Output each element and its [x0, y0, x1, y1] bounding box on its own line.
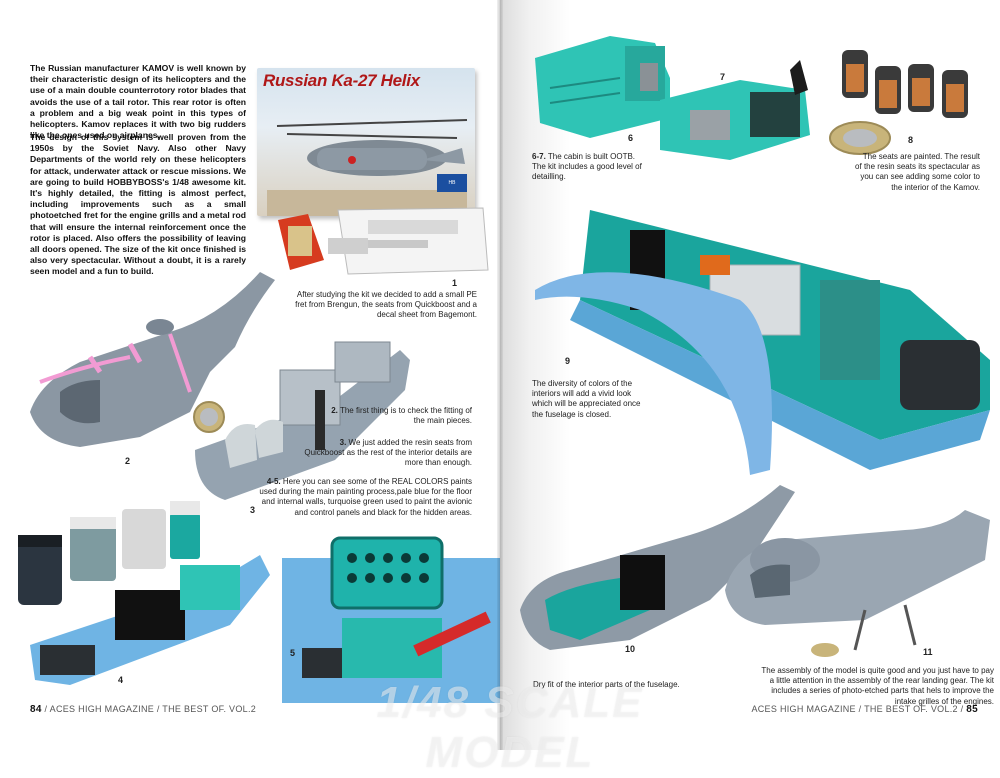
figure-2-number: 2: [125, 456, 131, 466]
figure-6-number: 6: [628, 133, 634, 143]
paints-and-cabin-photo: [18, 501, 270, 685]
intro-paragraph-2: The design of this system is well proven…: [30, 132, 246, 277]
cabin-part-7-photo: [660, 60, 810, 160]
kit-box-title: Russian Ka-27 Helix: [263, 71, 420, 90]
cabin-part-6-photo: [535, 36, 670, 138]
right-footer: ACES HIGH MAGAZINE / THE BEST OF. VOL.2 …: [751, 704, 978, 715]
caption-8: The seats are painted. The result of the…: [855, 152, 980, 192]
coin-photo: [193, 401, 225, 433]
figure-3-number: 3: [250, 505, 256, 515]
figure-4-number: 4: [118, 675, 124, 685]
caption-3: 3. We just added the resin seats from Qu…: [300, 438, 472, 469]
caption-6-7: 6-7. The cabin is built OOTB. The kit in…: [532, 152, 647, 183]
cockpit-closeup-photo: [282, 536, 500, 703]
figure-9-number: 9: [565, 356, 571, 366]
interior-assembly-photo: [535, 210, 990, 475]
page-85: 6 7 6-7. The cabin is built OOTB. The ki…: [500, 0, 1000, 750]
left-page-number: 84: [30, 704, 42, 715]
watermark: 1/48 SCALE MODEL: [376, 678, 644, 777]
caption-2-text: The first thing is to check the fitting …: [339, 406, 472, 426]
caption-6-7-text: The cabin is built OOTB. The kit include…: [532, 152, 642, 182]
kit-box-photo: Russian Ka-27 Helix HB: [257, 68, 475, 216]
painted-seats-photo: [829, 50, 968, 155]
caption-4-5-number: 4-5.: [266, 477, 281, 486]
intro-paragraph-1: The Russian manufacturer KAMOV is well k…: [30, 63, 246, 141]
right-page-number: 85: [966, 704, 978, 715]
figure-11-number: 11: [923, 647, 933, 657]
figure-8-number: 8: [908, 135, 914, 145]
caption-3-number: 3.: [339, 438, 347, 447]
sprues-and-decals-photo: [278, 207, 489, 275]
caption-9: The diversity of colors of the interiors…: [532, 379, 641, 419]
caption-1: After studying the kit we decided to add…: [295, 290, 477, 320]
left-footer-text: / ACES HIGH MAGAZINE / THE BEST OF. VOL.…: [44, 704, 257, 714]
interior-seats-photo: [195, 341, 410, 500]
figure-5-number: 5: [290, 648, 296, 658]
page-gutter: [497, 0, 503, 750]
figure-7-number: 7: [720, 72, 726, 82]
left-footer: 84 / ACES HIGH MAGAZINE / THE BEST OF. V…: [30, 704, 256, 715]
fuselage-photo: [30, 272, 275, 447]
caption-4-5-text: Here you can see some of the REAL COLORS…: [259, 477, 472, 517]
figure-10-number: 10: [625, 644, 636, 654]
caption-11: The assembly of the model is quite good …: [761, 666, 994, 706]
assembled-helicopter-photo: [725, 510, 990, 657]
figure-1-number: 1: [452, 278, 458, 288]
caption-4-5: 4-5. Here you can see some of the REAL C…: [255, 477, 472, 518]
kit-box-art: [267, 119, 468, 216]
caption-2: 2. The first thing is to check the fitti…: [330, 406, 472, 426]
caption-6-7-number: 6-7.: [532, 152, 546, 161]
caption-10: Dry fit of the interior parts of the fus…: [533, 680, 680, 689]
hobbyboss-logo: HB: [437, 174, 467, 192]
caption-2-number: 2.: [331, 406, 338, 415]
caption-3-text: We just added the resin seats from Quick…: [304, 438, 472, 468]
page-84: The Russian manufacturer KAMOV is well k…: [0, 0, 500, 750]
right-footer-text: ACES HIGH MAGAZINE / THE BEST OF. VOL.2 …: [751, 704, 964, 714]
fuselage-dry-fit-photo: [520, 485, 795, 650]
